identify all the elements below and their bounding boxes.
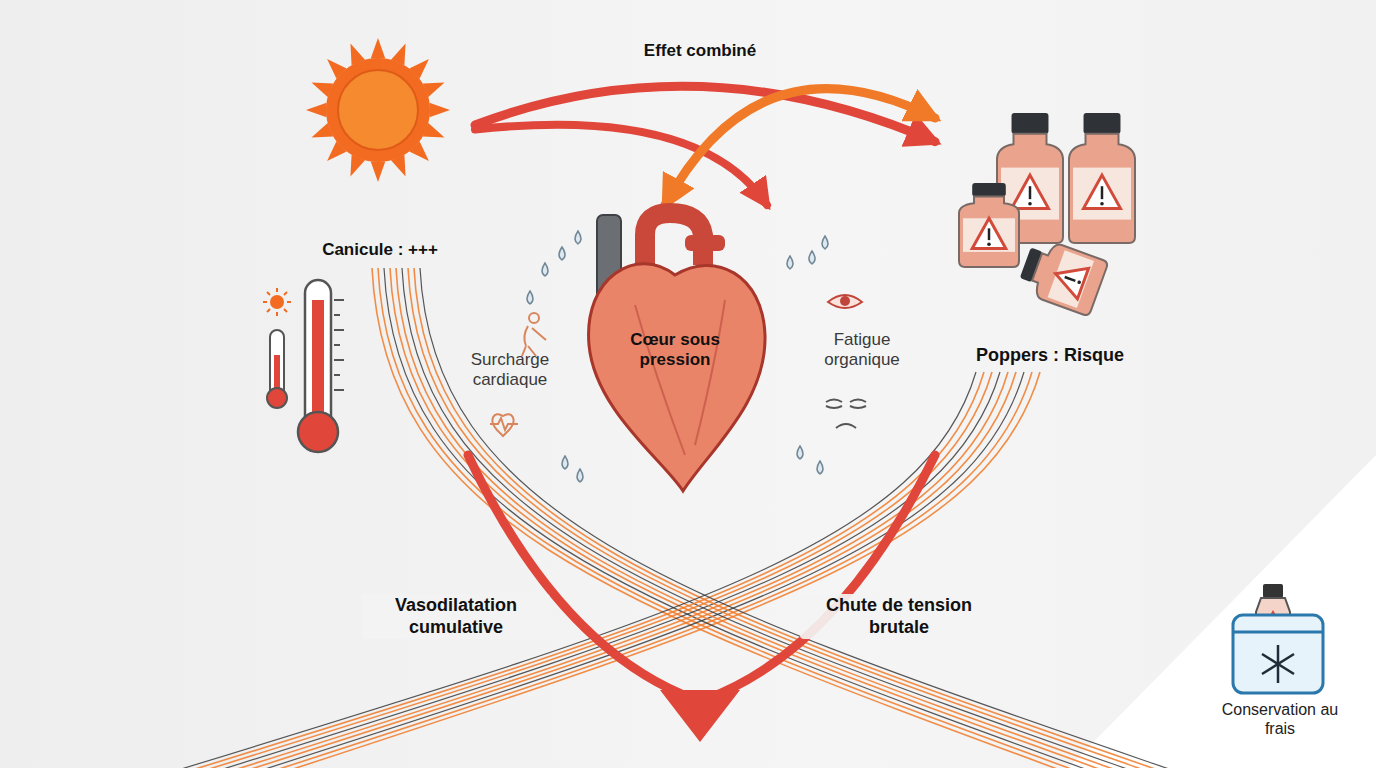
sun-ray: [306, 103, 327, 118]
warning-dot: [1028, 202, 1032, 206]
bottle-glass: [1027, 240, 1108, 317]
droplet: [822, 236, 828, 249]
connector-arrow: [665, 89, 935, 205]
droplet: [577, 469, 583, 482]
warning-dot: [1077, 280, 1082, 285]
strands: [178, 268, 1172, 768]
node-label: Canicule : +++: [322, 240, 438, 260]
bottle-glass: [959, 196, 1019, 267]
bottle: [959, 183, 1019, 267]
heart-body: [589, 264, 766, 491]
warning-dot: [987, 243, 991, 247]
node-label: Cœur sous pression: [627, 330, 723, 371]
droplet: [575, 231, 581, 244]
bottle-cap: [1084, 113, 1121, 134]
warning-dot: [1100, 202, 1104, 206]
bottle-label: [963, 218, 1015, 252]
bottle: [1015, 235, 1108, 316]
droplet: [527, 291, 533, 304]
warning-mark: [1065, 277, 1076, 281]
strand: [414, 268, 1158, 768]
sun-ray: [429, 103, 450, 118]
strand: [408, 268, 1144, 768]
strand: [220, 372, 1000, 768]
pulmonary: [685, 235, 725, 251]
droplet: [559, 247, 565, 260]
heart-shape: Cœur sous pression: [575, 205, 775, 495]
droplet: [542, 263, 548, 276]
sun-ray: [371, 161, 386, 182]
heartbeat-icon: [490, 414, 518, 436]
sun-icon: [306, 38, 450, 182]
strand: [234, 372, 1008, 768]
warning-mark: [1029, 186, 1032, 199]
cooler-icon: [1233, 584, 1323, 693]
sun-group: Canicule : +++: [285, 35, 475, 260]
strand: [206, 372, 992, 768]
warning-mark: [988, 228, 991, 240]
thermometer: [263, 280, 344, 452]
warning-sign: [1012, 175, 1049, 208]
droplet: [809, 251, 815, 264]
droplet: [787, 256, 793, 269]
sun-ray: [371, 38, 386, 59]
bottle-label: [1073, 168, 1131, 220]
annotation: Fatigue organique: [807, 330, 917, 371]
edge-label: Effet combiné: [640, 40, 760, 62]
tired-face-icon: [826, 400, 866, 429]
droplet: [562, 456, 568, 469]
droplet: [817, 461, 823, 474]
bottle-glass: [1069, 134, 1135, 243]
node-label: Poppers : Risque: [976, 345, 1124, 367]
shape: [285, 35, 475, 260]
strand: [178, 372, 976, 768]
bottle-cap: [1012, 113, 1049, 134]
eye-icon: [828, 295, 862, 308]
connector-arrow: [475, 125, 767, 205]
warning-mark: [1101, 186, 1104, 199]
bottle: [1069, 113, 1135, 243]
sun-disc: [326, 58, 430, 162]
warning-sign: [1050, 258, 1089, 299]
annotation: Chute de tension brutale: [800, 594, 998, 639]
warning-sign: [972, 218, 1006, 248]
strand: [192, 372, 984, 768]
strand: [420, 268, 1172, 768]
shape: [935, 105, 1165, 367]
person-icon: [522, 313, 546, 356]
icon-caption: Conservation au frais: [1215, 700, 1345, 738]
warning-sign: [1084, 175, 1121, 208]
poppers-group: Poppers : Risque: [935, 105, 1165, 367]
heart-vessel: [635, 300, 725, 455]
annotation: Vasodilatation cumulative: [362, 594, 550, 639]
droplet: [797, 446, 803, 459]
bottle-cap: [972, 183, 1006, 196]
corner-panel: [1068, 455, 1376, 768]
bottle-label: [1048, 250, 1094, 308]
sun-core: [338, 70, 418, 150]
annotation: Surcharge cardiaque: [450, 350, 570, 391]
